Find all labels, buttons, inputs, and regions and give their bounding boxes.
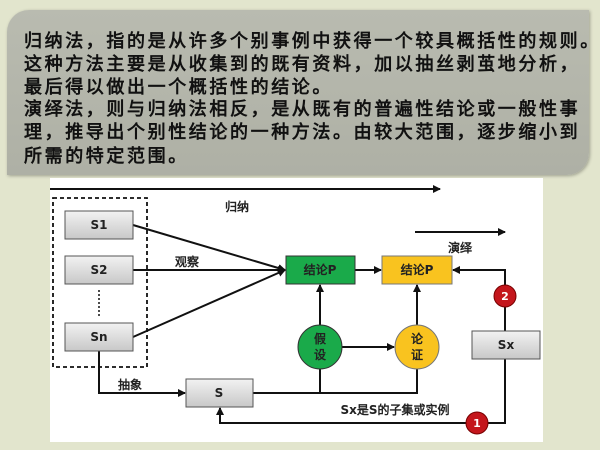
induction-deduction-diagram: S1 S2 Sn S Sx 归纳 演绎 观察 抽象 Sx是S的子集或实例 结论P…: [50, 178, 543, 442]
label-sx: Sx: [498, 338, 515, 352]
label-s: S: [215, 386, 224, 400]
label-sn: Sn: [90, 330, 107, 344]
sn-to-s-arrow: [98, 351, 186, 397]
conclusion-green-box: [285, 255, 356, 285]
text-line: 所需的特定范围。: [24, 146, 189, 167]
badge-2: [493, 284, 517, 308]
description-text-box: 归纳法，指的是从许多个别事例中获得一个较具概括性的规则。 这种方法主要是从收集到…: [7, 10, 598, 175]
sn-to-conclusion-arrow: [132, 269, 286, 338]
proof-label-2: 证: [411, 348, 423, 362]
box-s: [185, 378, 254, 408]
badge-2-label: 2: [501, 290, 509, 303]
subset-note: Sx是S的子集或实例: [340, 402, 449, 417]
box-sx: [471, 330, 541, 360]
text-line: 最后得以做出一个概括性的结论。: [24, 77, 333, 98]
hypothesis-circle: [297, 324, 343, 370]
label-s1: S1: [91, 218, 108, 232]
badge-1-label: 1: [473, 417, 481, 430]
induction-label: 归纳: [225, 199, 249, 214]
hypothesis-label-1: 假: [314, 331, 327, 346]
conclusion-yellow-label: 结论P: [401, 262, 434, 277]
label-s2: S2: [91, 263, 108, 277]
box-s2: [64, 255, 134, 285]
samples-dashed-group: [52, 197, 148, 368]
s1-to-conclusion-arrow: [132, 224, 286, 272]
conclusion-green-label: 结论P: [304, 262, 337, 277]
sx-to-s-arrow: [216, 359, 506, 424]
text-line: 演绎法，则与归纳法相反，是从既有的普遍性结论或一般性事: [24, 99, 581, 120]
s-to-circles-line: [253, 369, 418, 394]
box-s1: [64, 210, 134, 240]
badge-1: [465, 411, 489, 435]
text-line: 这种方法主要是从收集到的既有资料，加以抽丝剥茧地分析，: [24, 54, 581, 75]
proof-circle: [394, 324, 440, 370]
deduction-label: 演绎: [448, 240, 473, 255]
observe-label: 观察: [175, 254, 200, 269]
text-line: 理，推导出个别性结论的一种方法。由较大范围，逐步缩小到: [24, 122, 581, 143]
abstract-label: 抽象: [118, 377, 142, 392]
box-sn: [64, 322, 134, 352]
sx-to-conclusion-arrow: [452, 266, 506, 331]
proof-label-1: 论: [411, 331, 424, 346]
text-line: 归纳法，指的是从许多个别事例中获得一个较具概括性的规则。: [24, 31, 600, 52]
hypothesis-label-2: 设: [314, 347, 327, 362]
conclusion-yellow-box: [381, 255, 453, 285]
